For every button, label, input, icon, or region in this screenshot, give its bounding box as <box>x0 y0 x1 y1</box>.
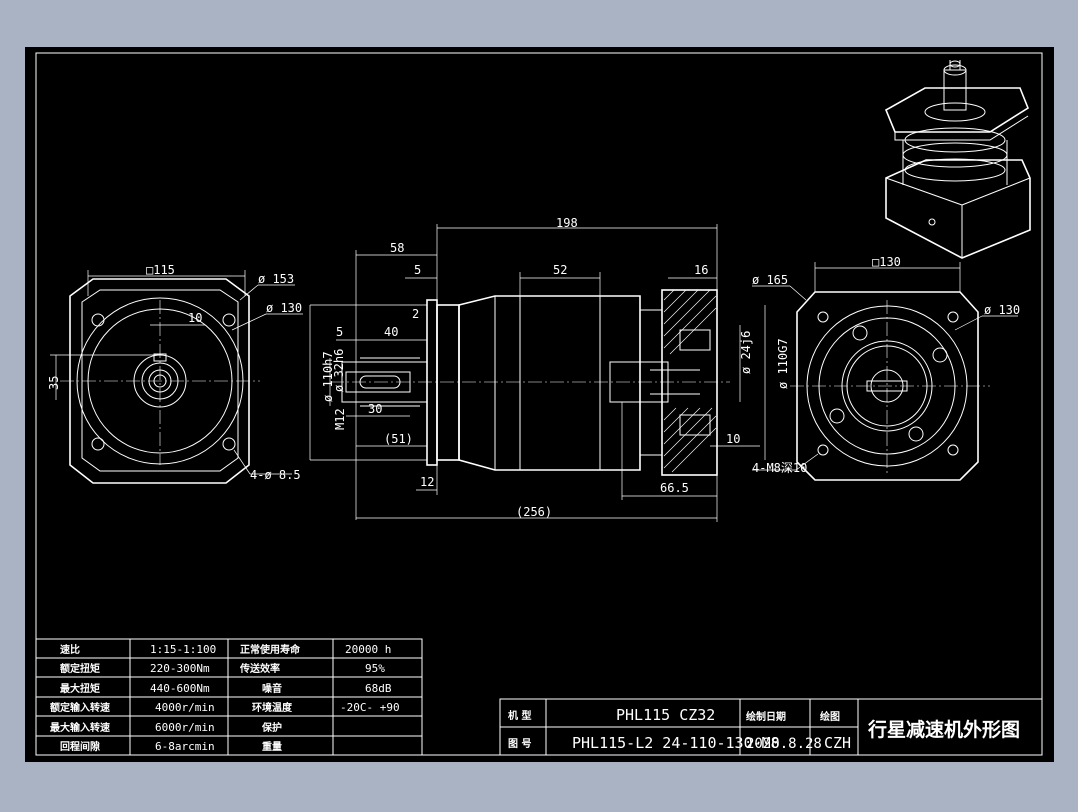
dim-66-5: 66.5 <box>660 481 689 495</box>
model-label: 机 型 <box>508 709 531 722</box>
right-end-view: □130 ø 165 ø 130 4-M8深10 <box>752 255 1020 481</box>
spec-label-noise: 噪音 <box>262 682 282 695</box>
dim-d110g7: ø 110G7 <box>776 338 790 389</box>
spec-label-efficiency: 传送效率 <box>239 662 280 675</box>
spec-value-temperature: -20C- +90 <box>340 701 400 714</box>
left-end-view: □115 ø 153 ø 130 10 35 4-ø 8.5 <box>47 263 303 484</box>
dim-5: 5 <box>336 325 343 339</box>
spec-label-max-speed: 最大输入转速 <box>50 721 110 734</box>
spec-value-life: 20000 h <box>345 643 391 656</box>
drawing-no-value: PHL115-L2 24-110-130-M8 <box>572 734 780 752</box>
dim-left-d130: ø 130 <box>266 301 302 315</box>
dim-left-square: □115 <box>146 263 175 277</box>
dim-left-holes: 4-ø 8.5 <box>250 468 301 482</box>
dim-10: 10 <box>726 432 740 446</box>
dim-m12: M12 <box>333 408 347 430</box>
dim-right-holes: 4-M8深10 <box>752 461 807 475</box>
dim-256: (256) <box>516 505 552 519</box>
dim-12: 12 <box>420 475 434 489</box>
dim-52: 52 <box>553 263 567 277</box>
spec-label-rated-speed: 额定输入转速 <box>50 701 110 714</box>
date-value: 2020.8.28 <box>746 736 822 752</box>
spec-value-rated-speed: 4000r/min <box>155 701 215 714</box>
drawer-value: CZH <box>824 734 851 752</box>
spec-label-ratio: 速比 <box>60 643 80 656</box>
dim-right-d165: ø 165 <box>752 273 788 287</box>
dim-2: 2 <box>412 307 419 321</box>
dim-left-d153: ø 153 <box>258 272 294 286</box>
dim-left-10: 10 <box>188 311 202 325</box>
dim-5-top: 5 <box>414 263 421 277</box>
spec-label-protection: 保护 <box>261 721 282 734</box>
spec-value-rated-torque: 220-300Nm <box>150 662 210 675</box>
drawing-sheet <box>25 47 1054 762</box>
date-label: 绘制日期 <box>746 710 786 723</box>
dim-51: (51) <box>384 432 413 446</box>
spec-value-max-torque: 440-600Nm <box>150 682 210 695</box>
spec-label-life: 正常使用寿命 <box>240 643 301 656</box>
model-value: PHL115 CZ32 <box>616 706 715 724</box>
dim-d32h6: ø 32h6 <box>332 349 346 392</box>
spec-value-efficiency: 95% <box>365 662 385 675</box>
spec-label-weight: 重量 <box>262 740 282 753</box>
dim-30: 30 <box>368 402 382 416</box>
drawing-title: 行星减速机外形图 <box>867 718 1020 741</box>
spec-value-max-speed: 6000r/min <box>155 721 215 734</box>
dim-left-35: 35 <box>47 376 61 390</box>
spec-label-backlash: 回程间隙 <box>60 740 100 753</box>
side-view: 198 58 5 2 5 40 ø 110h7 ø 32h6 M12 30 (5… <box>309 216 790 522</box>
title-block: 机 型 PHL115 CZ32 图 号 PHL115-L2 24-110-130… <box>499 698 1043 756</box>
dim-right-d130: ø 130 <box>984 303 1020 317</box>
spec-label-temperature: 环境温度 <box>252 701 293 714</box>
dim-16: 16 <box>694 263 708 277</box>
spec-value-ratio: 1:15-1:100 <box>150 643 216 656</box>
spec-value-backlash: 6-8arcmin <box>155 740 215 753</box>
dim-d110h7: ø 110h7 <box>321 351 335 402</box>
spec-label-rated-torque: 额定扭矩 <box>60 662 100 675</box>
dim-58: 58 <box>390 241 404 255</box>
dim-40: 40 <box>384 325 398 339</box>
dim-total-198: 198 <box>556 216 578 230</box>
dim-right-square: □130 <box>872 255 901 269</box>
spec-value-noise: 68dB <box>365 682 392 695</box>
drawer-label: 绘图 <box>820 710 840 723</box>
spec-label-max-torque: 最大扭矩 <box>60 682 100 695</box>
spec-table: 速比 1:15-1:100 正常使用寿命 20000 h 额定扭矩 220-30… <box>35 638 423 756</box>
drawing-no-label: 图 号 <box>508 738 531 750</box>
isometric-view <box>884 60 1031 259</box>
dim-d24j6: ø 24j6 <box>739 331 753 374</box>
